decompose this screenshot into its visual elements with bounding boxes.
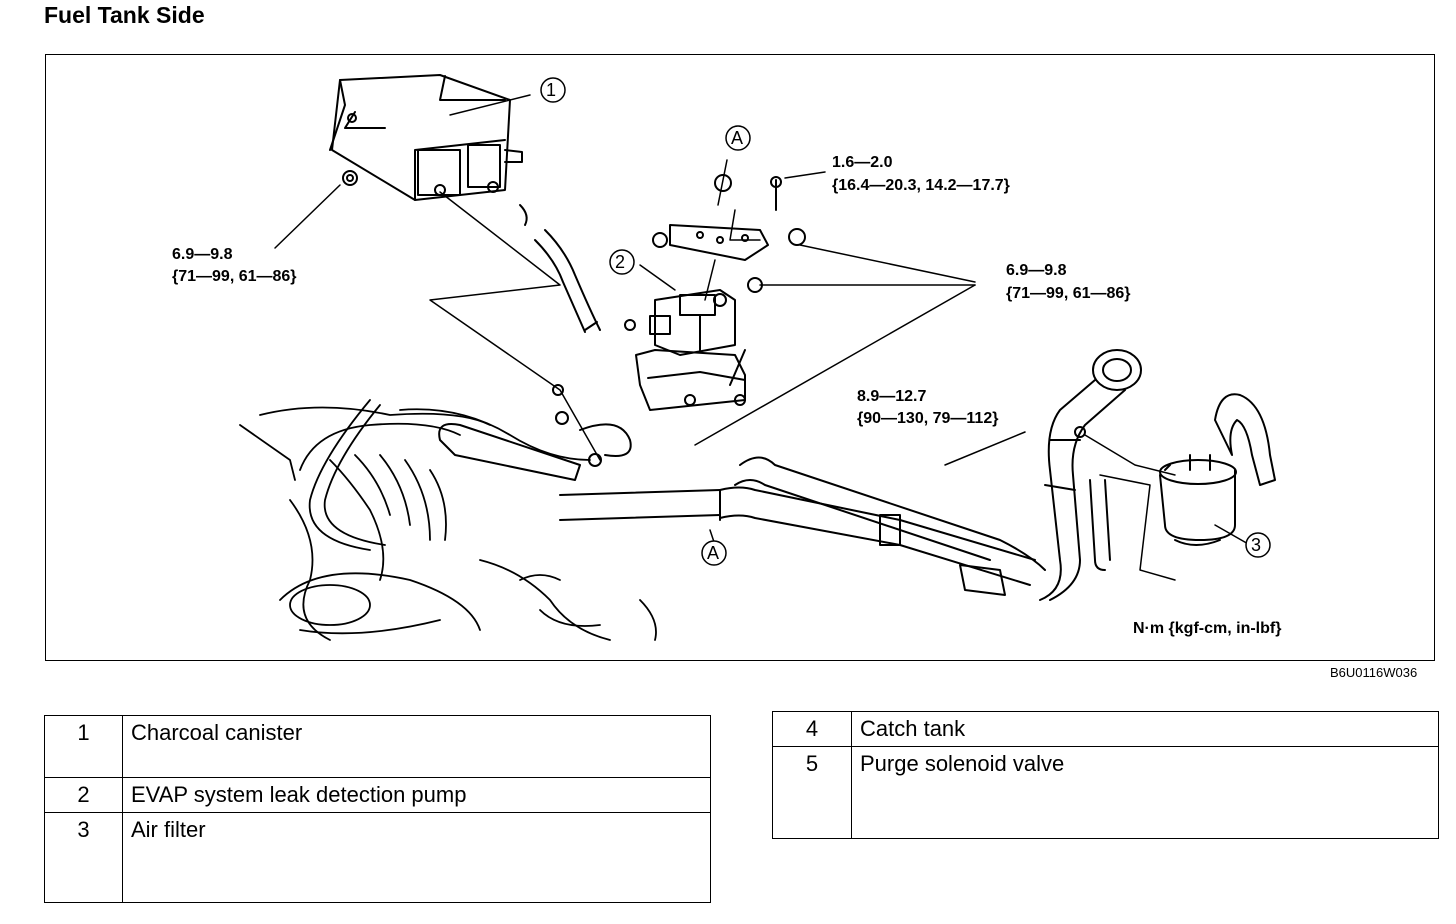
legend-row: 2 EVAP system leak detection pump [44,777,711,813]
charcoal-canister-drawing [329,74,523,201]
vent-pipe-drawing [438,384,1046,596]
legend-table-left: 1 Charcoal canister 2 EVAP system leak d… [44,715,711,903]
legend-name: Purge solenoid valve [851,746,1439,839]
callout-a-top: A [731,128,744,148]
torque-pump-value: 6.9—9.8 [1006,262,1067,279]
legend-num: 4 [772,711,852,747]
legend-num: 3 [44,812,123,903]
callout-2: 2 [615,252,626,272]
legend-name: Charcoal canister [122,715,711,778]
legend-num: 5 [772,746,852,839]
torque-bracket-value: 1.6—2.0 [832,154,893,171]
legend-row: 5 Purge solenoid valve [772,746,1439,839]
fuel-tank-drawing [239,399,657,641]
evap-pump-drawing [635,289,746,411]
units-note: N·m {kgf-cm, in-lbf} [1133,620,1282,637]
legend-row: 4 Catch tank [772,711,1439,747]
legend-num: 2 [44,777,123,813]
figure-code: B6U0116W036 [1330,665,1418,680]
canister-hose-drawing [519,204,636,333]
torque-bracket-alt: {16.4—20.3, 14.2—17.7} [832,177,1010,194]
page-title: Fuel Tank Side [44,2,205,28]
diagram-frame [45,54,1435,661]
legend-row: 1 Charcoal canister [44,715,711,778]
callout-1: 1 [546,80,557,100]
torque-canister-value: 6.9—9.8 [172,246,233,263]
torque-filler-alt: {90—130, 79—112} [857,410,999,427]
pump-bracket-drawing [652,174,806,293]
callout-a-bottom: A [707,543,720,563]
legend-name: EVAP system leak detection pump [122,777,711,813]
torque-canister-alt: {71—99, 61—86} [172,268,297,285]
legend-table-right: 4 Catch tank 5 Purge solenoid valve [772,711,1439,839]
filler-pipe-drawing [1039,349,1142,601]
legend-row: 3 Air filter [44,812,711,903]
torque-pump-alt: {71—99, 61—86} [1006,285,1131,302]
legend-name: Catch tank [851,711,1439,747]
air-filter-drawing [1159,393,1276,546]
legend-name: Air filter [122,812,711,903]
torque-filler-value: 8.9—12.7 [857,388,927,405]
legend-num: 1 [44,715,123,778]
callout-3: 3 [1251,535,1262,555]
